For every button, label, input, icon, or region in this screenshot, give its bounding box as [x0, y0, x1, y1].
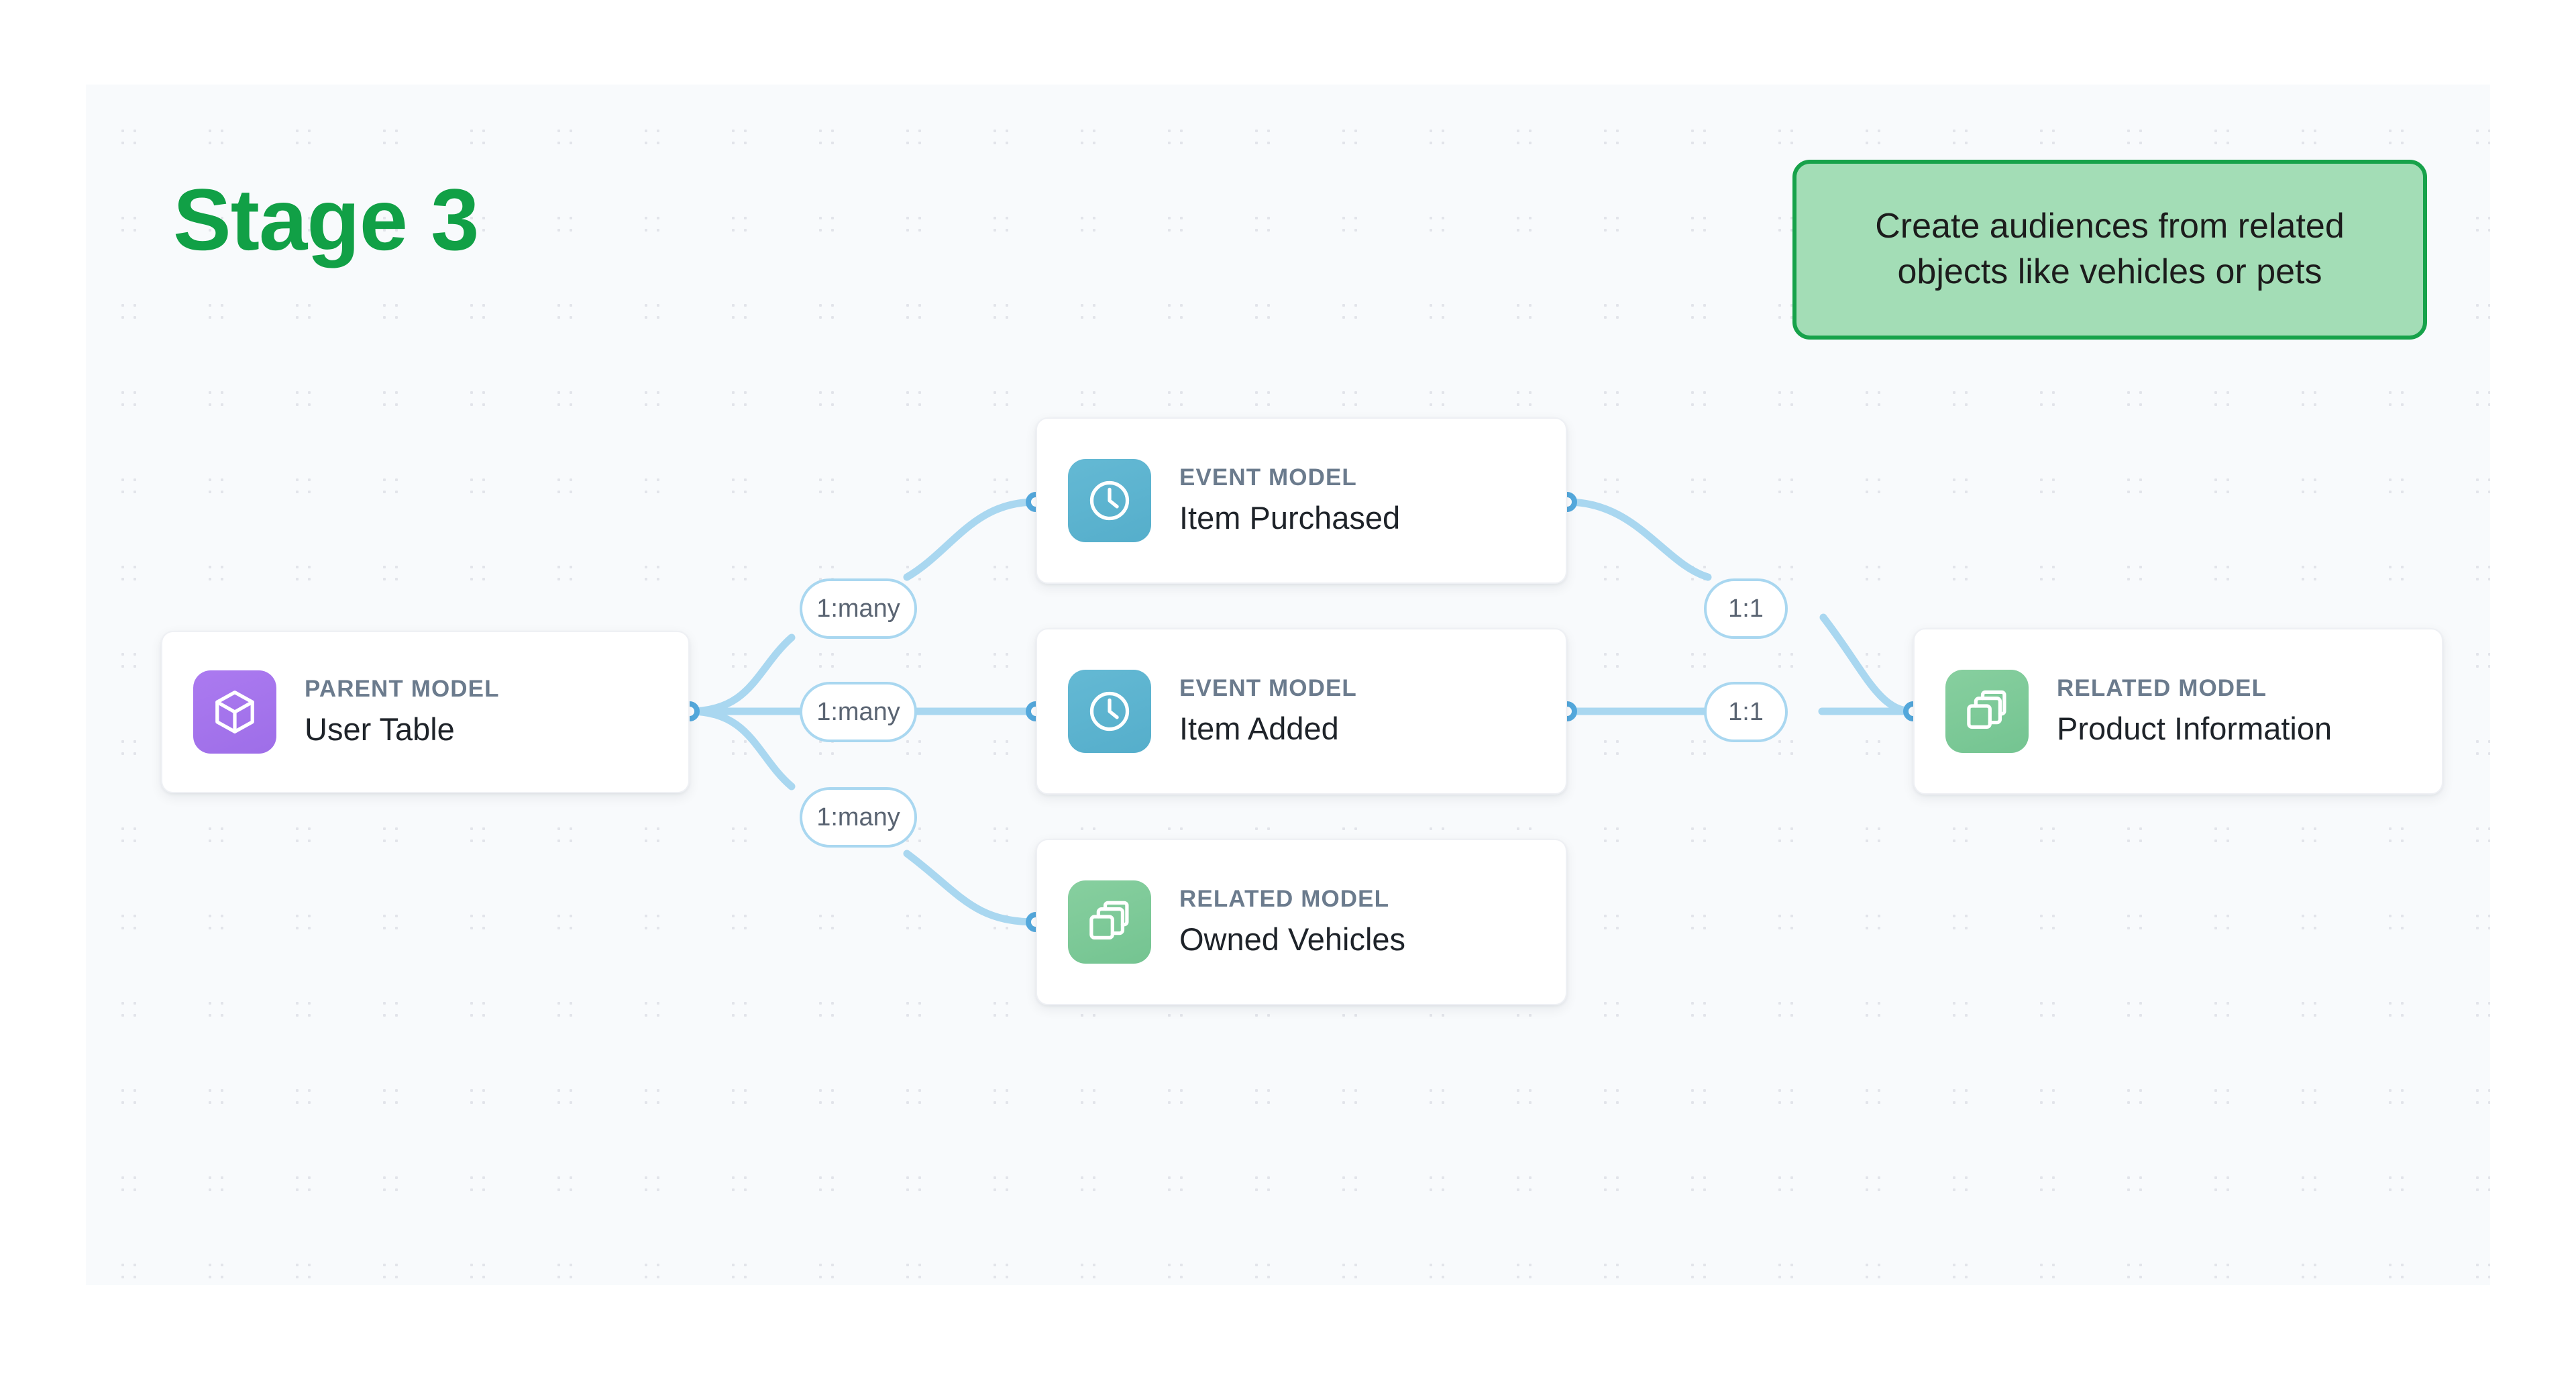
node-text-parent-user-table: PARENT MODEL User Table [305, 674, 500, 750]
clock-icon [1068, 670, 1151, 753]
layers-icon [1945, 670, 2029, 753]
node-parent-user-table[interactable]: PARENT MODEL User Table [161, 631, 690, 793]
node-event-item-purchased[interactable]: EVENT MODEL Item Purchased [1036, 417, 1567, 584]
node-title: Product Information [2057, 710, 2332, 746]
clock-icon [1068, 459, 1151, 542]
node-text-related-product-information: RELATED MODEL Product Information [2057, 674, 2332, 749]
relationship-pill-item-purchased-product[interactable]: 1:1 [1704, 578, 1788, 639]
node-text-event-item-purchased: EVENT MODEL Item Purchased [1179, 463, 1400, 538]
callout-banner: Create audiences from related objects li… [1792, 160, 2427, 340]
node-kicker: EVENT MODEL [1179, 464, 1357, 491]
relationship-pill-parent-item-added[interactable]: 1:many [800, 682, 917, 742]
node-title: User Table [305, 711, 455, 747]
node-kicker: PARENT MODEL [305, 676, 500, 703]
node-text-event-item-added: EVENT MODEL Item Added [1179, 674, 1357, 749]
relationship-pill-parent-item-purchased[interactable]: 1:many [800, 578, 917, 639]
node-related-owned-vehicles[interactable]: RELATED MODEL Owned Vehicles [1036, 839, 1567, 1005]
node-event-item-added[interactable]: EVENT MODEL Item Added [1036, 628, 1567, 795]
node-title: Item Purchased [1179, 499, 1401, 536]
layers-icon [1068, 880, 1151, 964]
relationship-pill-item-added-product[interactable]: 1:1 [1704, 682, 1788, 742]
node-text-related-owned-vehicles: RELATED MODEL Owned Vehicles [1179, 884, 1405, 960]
node-kicker: EVENT MODEL [1179, 675, 1357, 702]
cube-icon [193, 670, 276, 754]
node-title: Owned Vehicles [1179, 921, 1406, 957]
node-kicker: RELATED MODEL [2057, 675, 2267, 702]
node-kicker: RELATED MODEL [1179, 886, 1390, 913]
node-title: Item Added [1179, 710, 1339, 746]
node-related-product-information[interactable]: RELATED MODEL Product Information [1913, 628, 2443, 795]
callout-text: Create audiences from related objects li… [1875, 207, 2345, 291]
page-title: Stage 3 [173, 170, 479, 268]
relationship-pill-parent-owned-vehicles[interactable]: 1:many [800, 787, 917, 848]
